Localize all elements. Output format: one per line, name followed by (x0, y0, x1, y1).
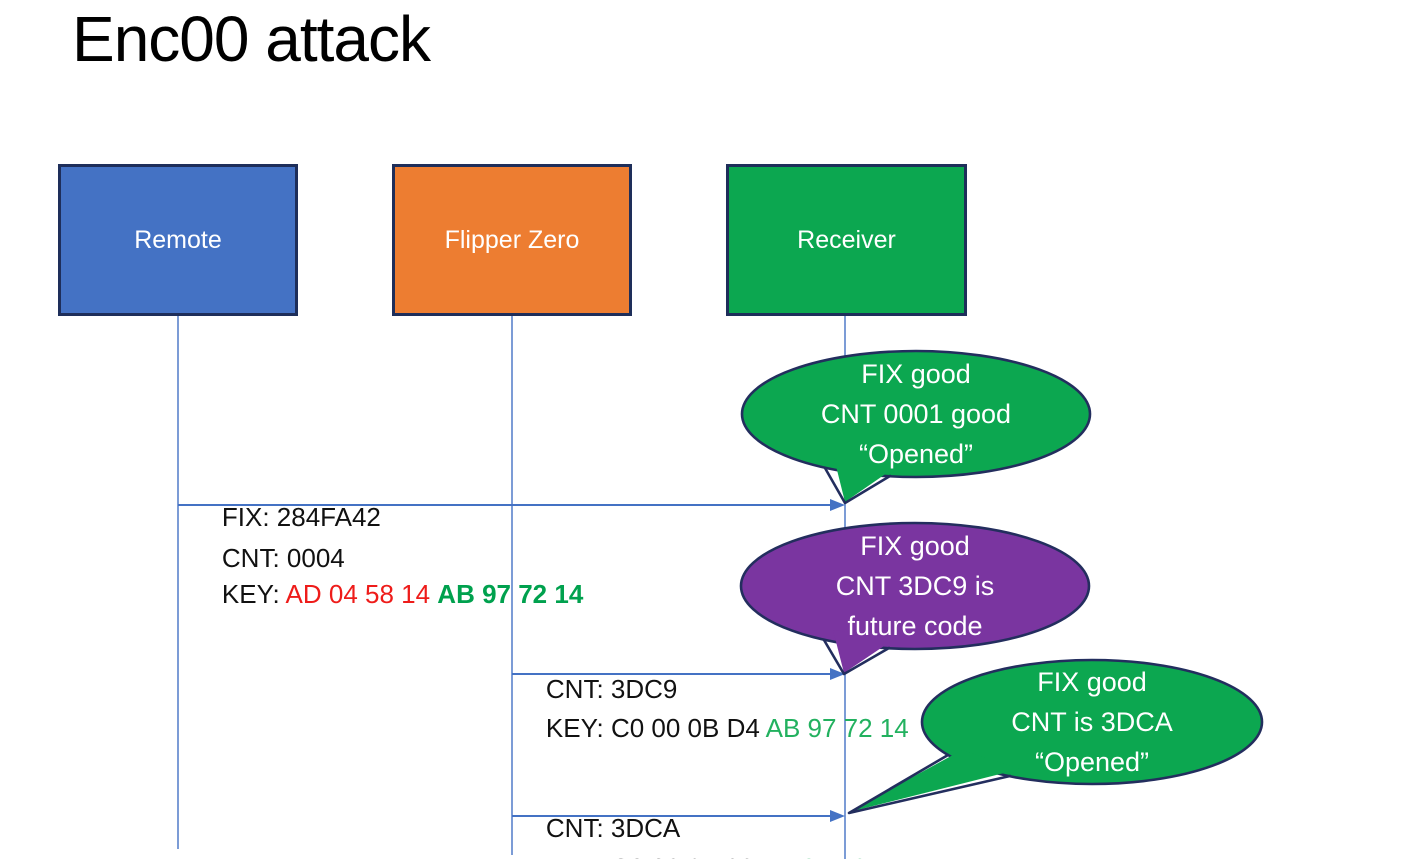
speech-bubble-3-text: FIX good CNT is 3DCA “Opened” (922, 662, 1262, 782)
arrow-head-1 (830, 499, 845, 511)
actor-label-remote: Remote (134, 225, 222, 254)
bubble-2-line-1: FIX good (860, 531, 970, 561)
message-1-key-label: KEY: (221, 579, 286, 609)
message-2-key-counter-bytes: C0 00 0B D4 (610, 713, 766, 743)
message-1-key-counter-bytes: AD 04 58 14 (285, 579, 438, 609)
arrow-head-2 (830, 668, 845, 680)
message-2-key-label: KEY: (545, 713, 611, 743)
message-2-key-fixed-bytes: AB 97 72 14 (765, 713, 909, 743)
message-1-fix-text: FIX: 284FA42 (221, 502, 381, 532)
actor-box-receiver: Receiver (726, 164, 967, 316)
bubble-1-line-1: FIX good (861, 359, 971, 389)
bubble-3-line-2: CNT is 3DCA (1011, 707, 1173, 737)
bubble-2-line-2: CNT 3DC9 is (835, 571, 995, 601)
actor-box-flipper-zero: Flipper Zero (392, 164, 632, 316)
bubble-3-line-1: FIX good (1037, 667, 1147, 697)
speech-bubble-2-tail (833, 630, 896, 673)
message-2-cnt: CNT: 3DC9 (517, 644, 677, 734)
arrow-message-2 (512, 668, 845, 680)
bubble-1-line-3: “Opened” (858, 439, 974, 469)
message-3-cnt-text: CNT: 3DCA (545, 813, 681, 843)
message-1-key-fixed-bytes: AB 97 72 14 (437, 579, 584, 609)
message-1-cnt-text: CNT: 0004 (221, 543, 345, 573)
speech-bubble-1-body (740, 349, 1092, 479)
message-3-cnt: CNT: 3DCA (517, 783, 680, 859)
speech-bubble-2-body (739, 521, 1091, 651)
actor-label-flipper-zero: Flipper Zero (444, 225, 580, 254)
speech-bubble-2-text: FIX good CNT 3DC9 is future code (741, 526, 1089, 646)
speech-bubble-3-body (920, 658, 1264, 786)
arrow-message-3 (512, 810, 845, 822)
speech-bubble-3-tail (849, 750, 1020, 812)
speech-bubble-2-tail-edge (822, 638, 891, 676)
speech-bubble-3 (847, 658, 1264, 815)
speech-bubble-1 (740, 349, 1092, 505)
message-3-key: KEY: C0 02 8A 33 AB 97 72 14 (517, 823, 903, 859)
actor-label-receiver: Receiver (797, 225, 896, 254)
message-2-key: KEY: C0 00 0B D4 AB 97 72 14 (517, 683, 909, 773)
speech-bubble-3-tail-edge (847, 753, 1012, 815)
speech-bubble-1-tail (834, 458, 897, 502)
message-1-fix: FIX: 284FA42 (193, 472, 381, 562)
bubble-2-line-3: future code (847, 611, 983, 641)
speech-bubble-2 (739, 521, 1091, 676)
bubble-1-line-2: CNT 0001 good (820, 399, 1012, 429)
message-2-cnt-text: CNT: 3DC9 (545, 674, 678, 704)
message-3-key-label: KEY: (546, 853, 611, 859)
speech-bubble-1-tail-edge (823, 466, 892, 505)
bubble-3-line-3: “Opened” (1034, 747, 1150, 777)
slide-title: Enc00 attack (72, 3, 431, 75)
message-3-key-counter-bytes: C0 02 8A 33 (611, 853, 760, 859)
arrow-head-3 (830, 810, 845, 822)
message-1-key: KEY: AD 04 58 14 AB 97 72 14 (193, 549, 583, 639)
actor-box-remote: Remote (58, 164, 298, 316)
arrow-message-1 (178, 499, 845, 511)
speech-bubble-1-text: FIX good CNT 0001 good “Opened” (742, 354, 1090, 474)
message-3-key-fixed-bytes: AB 97 72 14 (760, 853, 903, 859)
message-1-cnt: CNT: 0004 (193, 513, 345, 603)
